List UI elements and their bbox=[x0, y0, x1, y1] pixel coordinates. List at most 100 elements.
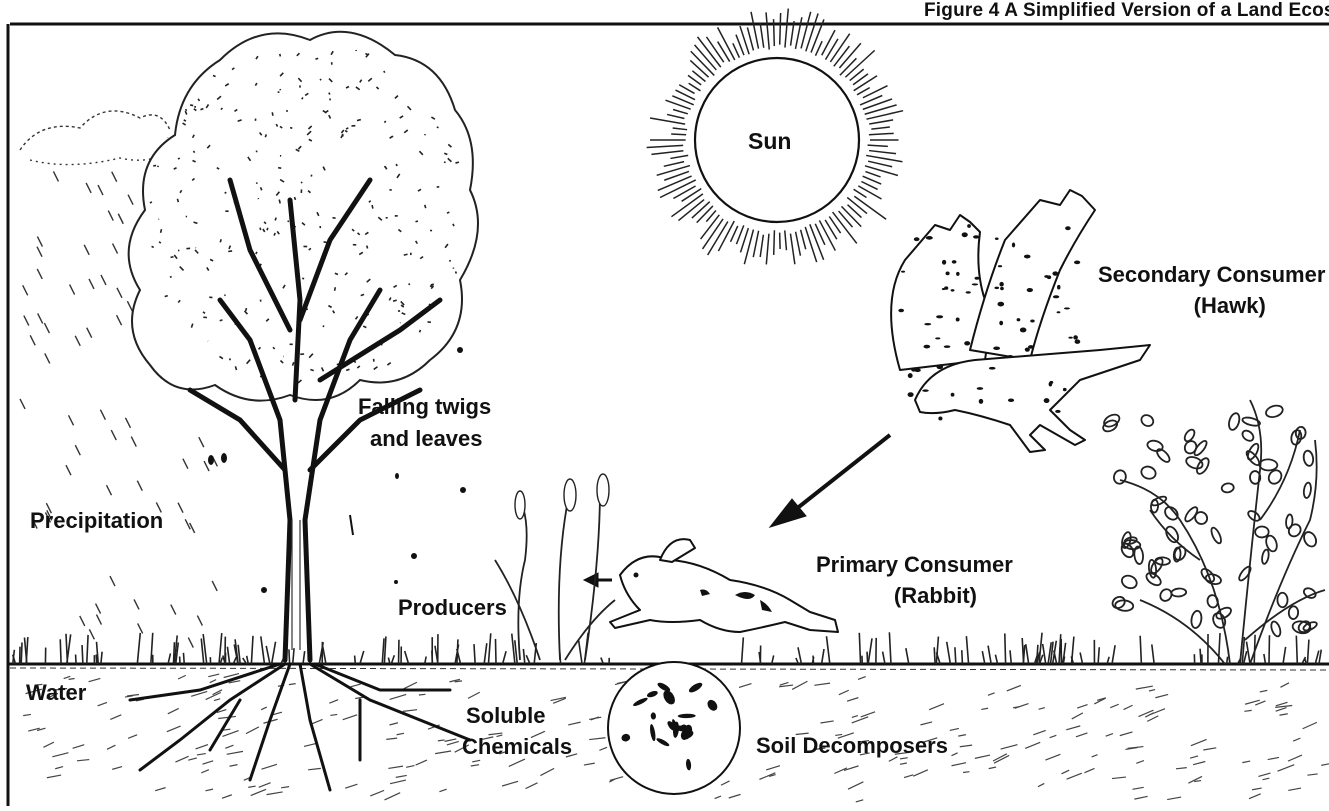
hawk-spot bbox=[975, 277, 980, 280]
hawk-spot bbox=[926, 236, 933, 240]
rain-streak bbox=[66, 465, 71, 475]
soil-stroke bbox=[988, 693, 995, 696]
soil-stroke bbox=[178, 675, 186, 679]
shrub-stem bbox=[1240, 400, 1261, 664]
leaf-stroke bbox=[409, 284, 410, 285]
leaf-stroke bbox=[453, 224, 454, 226]
hawk-spot bbox=[967, 224, 971, 228]
soil-stroke bbox=[856, 800, 863, 802]
soil-stroke bbox=[958, 735, 966, 736]
leaf-stroke bbox=[437, 187, 440, 188]
rain-streak bbox=[113, 244, 118, 254]
grass-blade bbox=[826, 636, 829, 664]
leaf-stroke bbox=[190, 105, 193, 106]
soil-stroke bbox=[1149, 690, 1155, 691]
grass-blade bbox=[1307, 640, 1309, 664]
grass-blade bbox=[1296, 636, 1297, 664]
leaf-stroke bbox=[225, 192, 227, 193]
leaf-stroke bbox=[213, 76, 216, 77]
sun-ray bbox=[841, 206, 861, 226]
hawk-spot bbox=[1053, 295, 1059, 298]
grass-blade bbox=[405, 651, 409, 664]
hawk-spot bbox=[901, 271, 905, 273]
leaf-stroke bbox=[455, 162, 458, 163]
soil-stroke bbox=[1092, 755, 1098, 757]
soil-stroke bbox=[445, 739, 457, 741]
soil-stroke bbox=[814, 683, 830, 685]
shrub-leaf bbox=[1183, 428, 1197, 443]
soil-stroke bbox=[1293, 738, 1300, 741]
grass-blade bbox=[96, 654, 97, 664]
hawk-spot bbox=[944, 345, 951, 348]
cloud bbox=[20, 111, 170, 165]
soil-stroke bbox=[1288, 788, 1301, 790]
soil-stroke bbox=[167, 726, 181, 732]
soil-stroke bbox=[792, 681, 807, 689]
food-chain-arrow-hawk-to-rabbit bbox=[770, 435, 890, 527]
grass-blade bbox=[947, 642, 951, 664]
soil-stroke bbox=[1242, 761, 1250, 763]
soil-stroke bbox=[981, 708, 988, 709]
soil-stroke bbox=[920, 722, 932, 725]
sun-ray bbox=[718, 42, 730, 62]
soil-stroke bbox=[1050, 735, 1057, 737]
soil-decomposers-label: Soil Decomposers bbox=[756, 733, 948, 758]
hawk-spot bbox=[979, 399, 984, 404]
rain-streak bbox=[69, 415, 74, 425]
hawk-spot bbox=[952, 260, 957, 263]
leaf-stroke bbox=[393, 300, 397, 301]
leaf-stroke bbox=[384, 166, 385, 167]
leaf-stroke bbox=[290, 128, 292, 129]
soil-stroke bbox=[1263, 778, 1270, 779]
shrub-leaf bbox=[1286, 522, 1303, 539]
soil-stroke bbox=[206, 692, 221, 699]
grass-blade bbox=[1010, 650, 1011, 664]
sun-ray bbox=[774, 19, 775, 46]
sun-ray bbox=[671, 134, 686, 135]
hawk-spot bbox=[1020, 328, 1027, 333]
rabbit bbox=[610, 539, 838, 632]
hawk-spot bbox=[1057, 285, 1060, 290]
soil-stroke bbox=[975, 755, 990, 758]
soil-stroke bbox=[852, 717, 868, 723]
hawk-spot bbox=[956, 318, 960, 322]
grass-blade bbox=[289, 649, 290, 664]
sun-ray bbox=[667, 114, 684, 118]
shrub-leaf bbox=[1211, 611, 1228, 630]
grass-blade bbox=[813, 656, 814, 664]
soil-stroke bbox=[438, 740, 445, 741]
grass-blade bbox=[137, 633, 140, 664]
soil-stroke bbox=[963, 772, 969, 773]
soil-stroke bbox=[397, 733, 404, 734]
leaf-stroke bbox=[177, 199, 178, 202]
leaf-stroke bbox=[193, 151, 194, 153]
rain-streak bbox=[101, 275, 106, 285]
leaf-stroke bbox=[357, 120, 361, 121]
leaf-stroke bbox=[420, 330, 421, 332]
soil-stroke bbox=[439, 789, 446, 791]
sun-ray bbox=[869, 151, 896, 154]
grass-blade bbox=[87, 635, 88, 664]
rain-streak bbox=[138, 623, 143, 633]
rain-streak bbox=[118, 214, 123, 224]
grass-blade bbox=[495, 639, 496, 664]
grass-blade bbox=[1140, 636, 1141, 664]
sun-ray bbox=[871, 127, 890, 129]
soil-stroke bbox=[589, 717, 601, 719]
soil-stroke bbox=[406, 766, 414, 768]
sun-ray bbox=[834, 46, 850, 66]
rain-streak bbox=[24, 316, 29, 326]
soil-stroke bbox=[225, 745, 233, 748]
soil-stroke bbox=[55, 767, 63, 769]
soil-stroke bbox=[759, 773, 775, 780]
sun-ray bbox=[650, 118, 685, 124]
hawk-spot bbox=[1063, 388, 1067, 391]
grass-blade bbox=[1098, 647, 1099, 664]
soil-stroke bbox=[1066, 726, 1080, 730]
secondary-consumer-label: Secondary Consumer (Hawk) bbox=[1098, 262, 1325, 319]
shrub-leaf bbox=[1140, 465, 1158, 481]
grass-blade bbox=[251, 636, 253, 664]
shrub-leaf bbox=[1158, 587, 1174, 603]
soil-stroke bbox=[388, 766, 403, 768]
